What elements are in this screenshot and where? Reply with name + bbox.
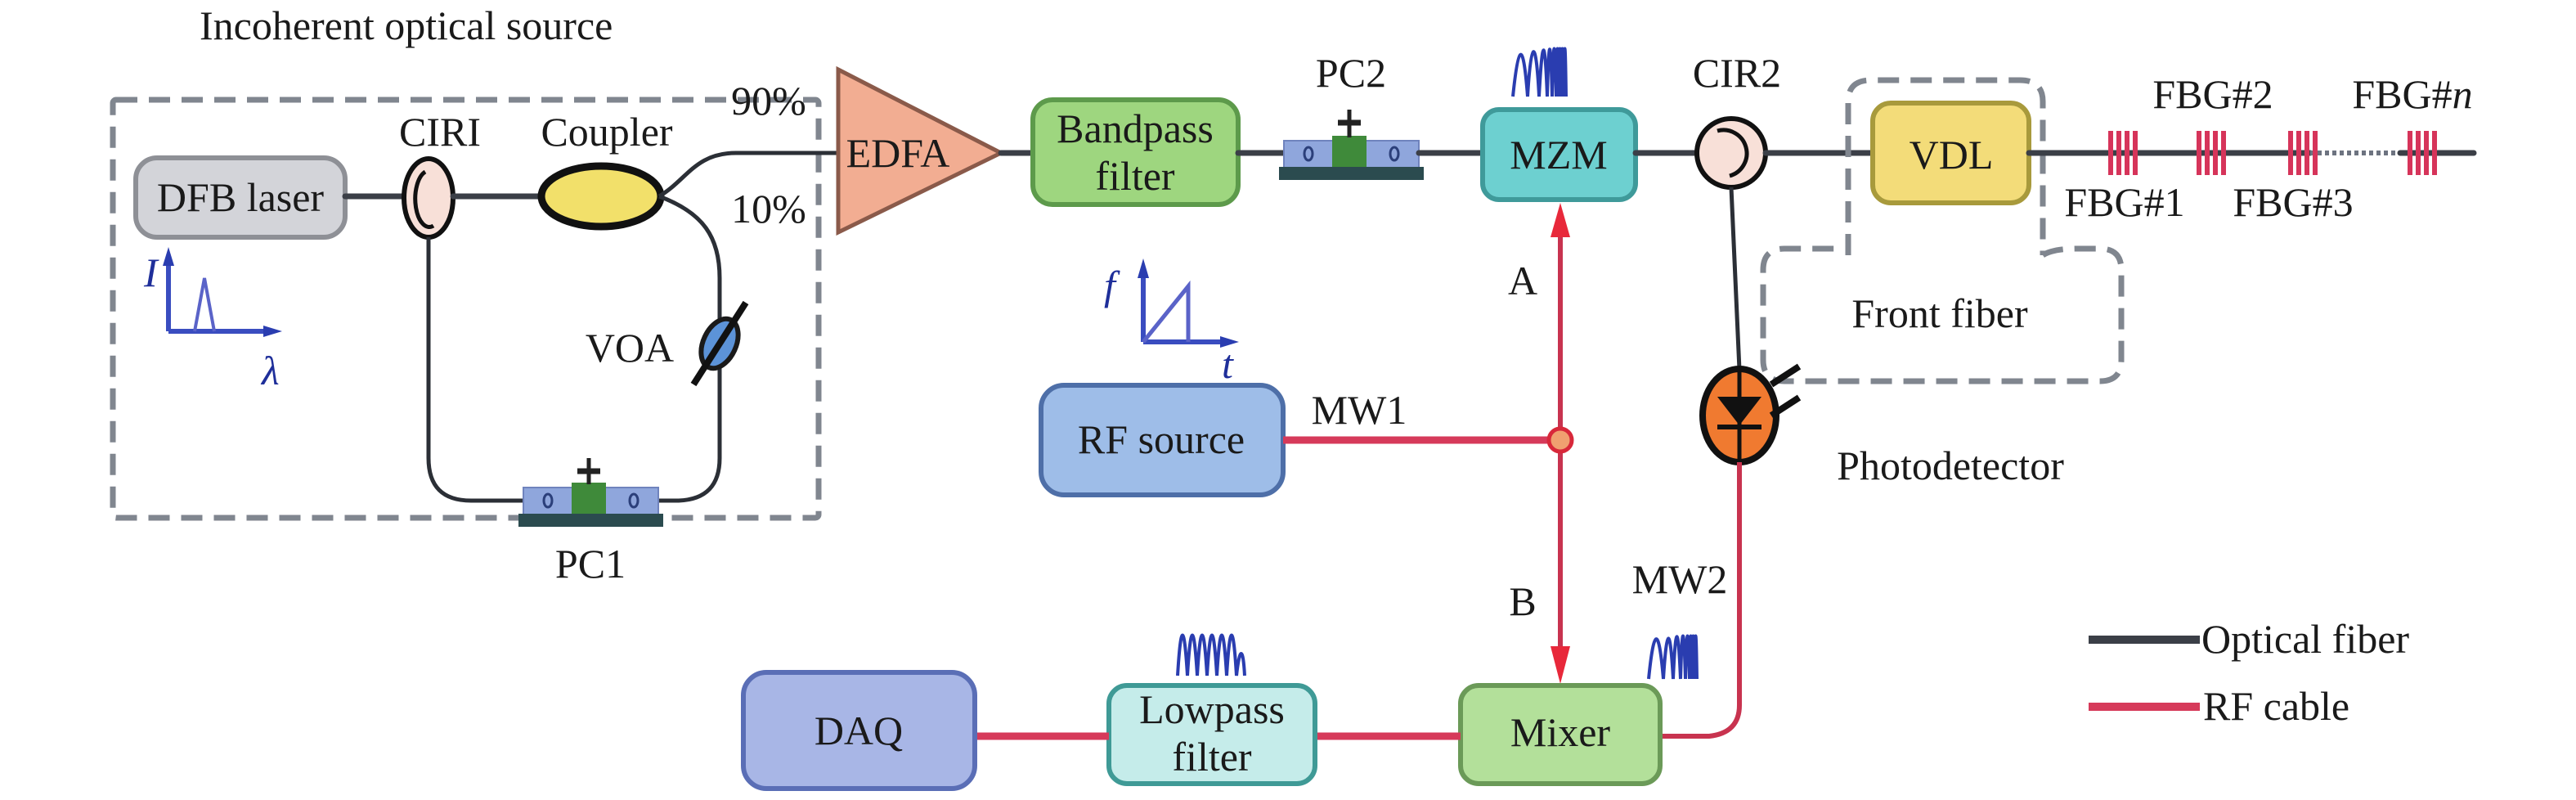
lowpass-filter-label-1: Lowpass <box>1139 686 1285 732</box>
pc2-icon <box>1279 110 1424 180</box>
mixer: Mixer <box>1458 683 1663 786</box>
source-group-boundary <box>110 97 822 521</box>
spectrum-inset <box>163 247 282 337</box>
mzm: MZM <box>1480 107 1638 202</box>
voa-icon <box>690 300 749 387</box>
circulator-2-label: CIR2 <box>1693 50 1781 96</box>
dfb-laser: DFB laser <box>133 155 348 240</box>
chirp-y-axis-label: f <box>1104 263 1120 308</box>
spectrum-x-axis-label: λ <box>260 348 280 393</box>
coupler-icon <box>537 162 665 231</box>
edfa-label: EDFA <box>846 130 950 176</box>
lowpass-beat-wave-icon <box>1176 633 1246 676</box>
vdl-label: VDL <box>1910 132 1994 178</box>
fbg-3-icon <box>2288 131 2318 175</box>
bandpass-filter: Bandpass filter <box>1030 97 1241 207</box>
coupler-label: Coupler <box>541 109 672 155</box>
path-b-label: B <box>1509 578 1536 624</box>
legend-optical-fiber-label: Optical fiber <box>2201 616 2409 662</box>
bandpass-filter-label-2: filter <box>1095 153 1175 199</box>
fiber-coupler-10 <box>658 194 722 503</box>
arrow-up-to-mzm-icon <box>1551 203 1570 237</box>
voa-label: VOA <box>586 325 674 371</box>
fbg-2-label: FBG#2 <box>2152 71 2273 117</box>
chirp-x-axis-label: t <box>1222 341 1234 387</box>
lowpass-filter: Lowpass filter <box>1106 683 1317 786</box>
fiber-cir2-to-photodetector <box>1729 187 1742 371</box>
fiber-coupler-90 <box>657 151 838 199</box>
front-fiber-boundary <box>1760 77 2125 384</box>
chirp-inset <box>1138 258 1239 348</box>
mzm-chirp-wave-icon <box>1511 47 1568 97</box>
bandpass-filter-label-1: Bandpass <box>1057 106 1214 151</box>
circulator-2-icon <box>1694 116 1768 190</box>
path-a-label: A <box>1508 258 1537 303</box>
fbg-n-icon <box>2408 131 2437 175</box>
fbg-1-icon <box>2108 131 2138 175</box>
arrow-down-to-mixer-icon <box>1551 646 1570 684</box>
pc1-label: PC1 <box>555 541 626 587</box>
legend: Optical fiber RF cable <box>2089 616 2409 729</box>
lowpass-filter-label-2: filter <box>1172 734 1252 780</box>
rf-splitter-node-icon <box>1546 426 1574 454</box>
source-group-title: Incoherent optical source <box>200 2 613 48</box>
pc1-icon <box>518 458 663 527</box>
rf-source: RF source <box>1039 383 1286 497</box>
rf-source-label: RF source <box>1078 416 1245 462</box>
fbg-2-icon <box>2197 131 2226 175</box>
mw1-label: MW1 <box>1312 387 1407 433</box>
mixer-label: Mixer <box>1510 709 1611 755</box>
spectrum-y-axis-label: I <box>143 249 159 295</box>
edfa: EDFA <box>836 65 1006 236</box>
vdl: VDL <box>1870 101 2031 205</box>
fbg-1-label: FBG#1 <box>2064 179 2184 225</box>
pc2-label: PC2 <box>1316 50 1386 96</box>
fbg-n-prefix: FBG# <box>2352 71 2452 117</box>
fiber-cir1-loop <box>426 237 523 503</box>
mzm-label: MZM <box>1510 132 1607 178</box>
circulator-1-label: CIRI <box>399 109 481 155</box>
circulator-1-icon <box>402 156 456 240</box>
rf-cable-mw2 <box>1660 462 1742 739</box>
daq-label: DAQ <box>815 708 903 753</box>
legend-rf-cable-label: RF cable <box>2203 683 2349 729</box>
photodetector-label: Photodetector <box>1837 443 2064 488</box>
mw2-label: MW2 <box>1632 556 1728 602</box>
fbg-n-suffix: n <box>2453 71 2473 117</box>
mw2-chirp-wave-icon <box>1647 634 1699 680</box>
fbg-n-label: FBG#n <box>2352 71 2472 117</box>
split-10-label: 10% <box>731 186 806 231</box>
front-fiber-label: Front fiber <box>1851 290 2028 336</box>
dfb-laser-label: DFB laser <box>157 174 325 220</box>
fbg-3-label: FBG#3 <box>2233 179 2353 225</box>
split-90-label: 90% <box>731 78 806 124</box>
daq: DAQ <box>741 670 977 791</box>
